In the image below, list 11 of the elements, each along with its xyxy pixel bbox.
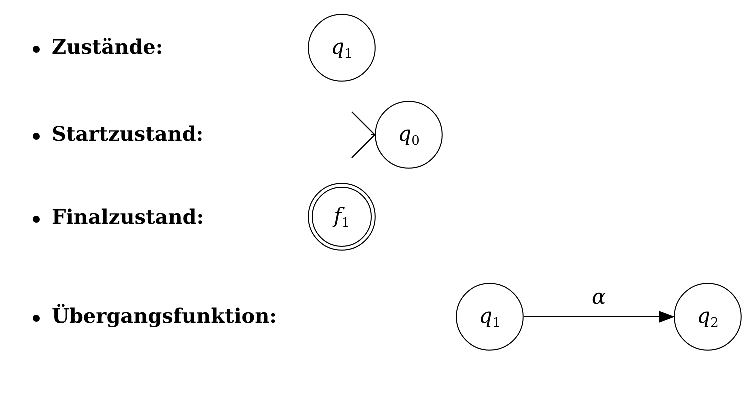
final-state-circle: f$_{1}$ (308, 183, 376, 251)
state-circle: q$_{2}$ (674, 283, 742, 351)
term-label: Übergangsfunktion: (52, 304, 278, 328)
term-label: Startzustand: (52, 122, 204, 146)
term-label: Zustände: (52, 35, 164, 59)
term-label: Finalzustand: (52, 205, 204, 229)
state-circle: q$_{1}$ (456, 283, 524, 351)
arrow (524, 311, 675, 323)
start-arrowhead (351, 111, 376, 159)
state-circle: q$_{1}$ (308, 14, 376, 82)
state-circle: q$_{0}$ (375, 101, 443, 169)
